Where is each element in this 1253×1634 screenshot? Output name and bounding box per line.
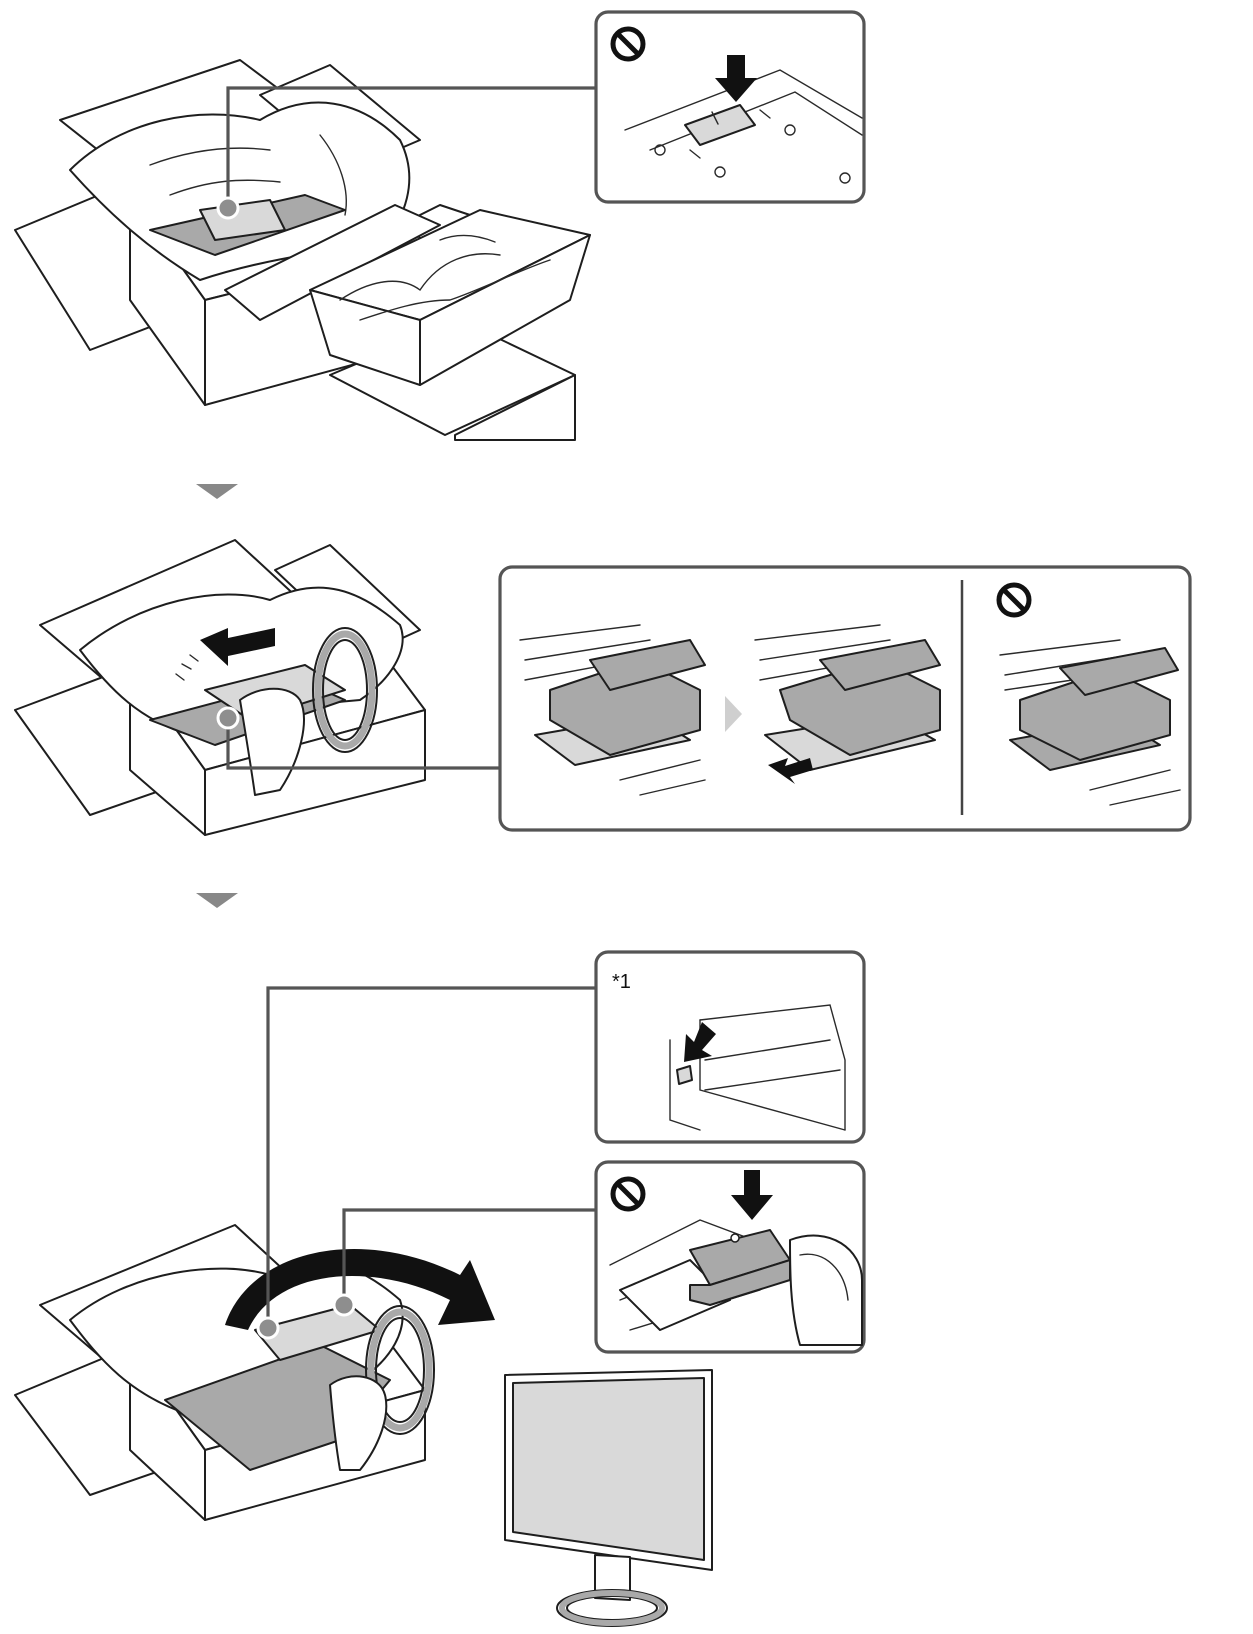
callout-point [216, 196, 240, 220]
step2-detail-panel [498, 565, 1192, 832]
arrow-down-icon [684, 1022, 716, 1062]
step2-lift-monitor [14, 539, 426, 836]
arrow-down-icon [731, 1170, 773, 1220]
callout-point [332, 1293, 356, 1317]
triangle-down-icon [196, 893, 238, 908]
step1-open-box [14, 59, 471, 406]
step3-connector-top [256, 986, 596, 1340]
arrow-left-icon [768, 758, 813, 784]
arrow-left-icon [200, 628, 275, 666]
step2-callout-connector [216, 706, 500, 770]
step1-foam-tray [309, 209, 591, 441]
callout-point [256, 1316, 280, 1340]
footnote-mark: *1 [612, 971, 631, 993]
step1-callout-connector [216, 86, 596, 220]
step3-detail-panel-bottom [594, 1160, 866, 1354]
detail-view-b [754, 624, 941, 784]
prohibited-icon [610, 26, 646, 62]
curved-arrow-icon [225, 1248, 495, 1330]
step3-rotate-monitor [14, 1224, 495, 1521]
triangle-down-icon [196, 484, 238, 499]
detail-view-a [519, 624, 706, 796]
callout-point [216, 706, 240, 730]
step3-connector-bottom [332, 1208, 596, 1317]
arrow-down-icon [715, 55, 757, 102]
step3-detail-panel-top: *1 [594, 950, 866, 1144]
prohibited-icon [610, 1176, 646, 1212]
prohibited-icon [996, 582, 1032, 618]
triangle-right-icon [725, 696, 742, 732]
step3-upright-monitor [504, 1369, 713, 1627]
detail-view-c [996, 582, 1181, 806]
step1-detail-panel [594, 10, 866, 204]
